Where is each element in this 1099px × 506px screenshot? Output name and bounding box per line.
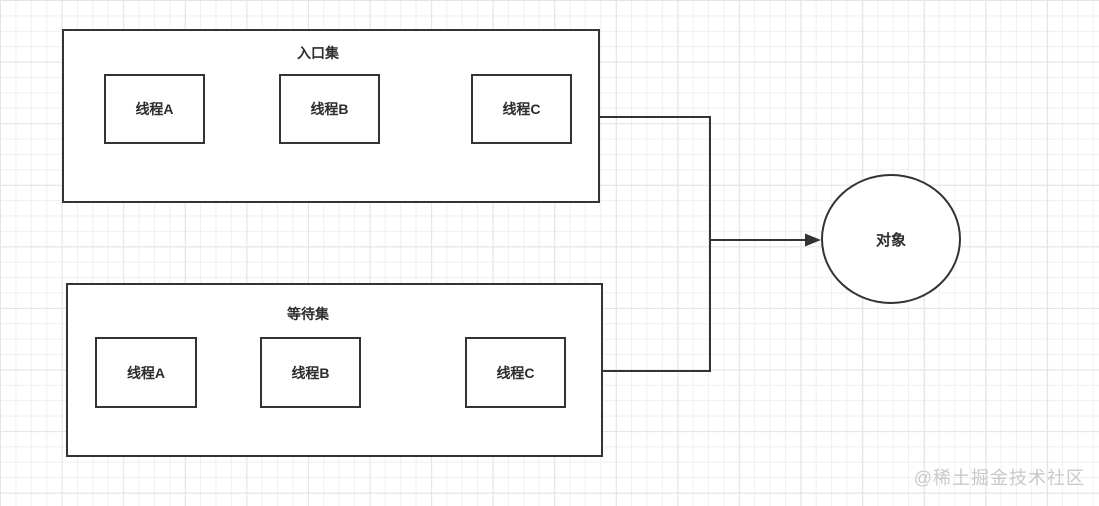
entry-thread-a-box: 线程A (104, 74, 205, 144)
arrowhead-icon (805, 233, 821, 247)
object-node-label: 对象 (875, 231, 906, 249)
wait-thread-c-label: 线程C (496, 364, 535, 381)
entry-thread-c-label: 线程C (502, 101, 541, 117)
wait-thread-c-box: 线程C (465, 337, 566, 408)
entry-thread-b-box: 线程B (279, 74, 380, 144)
entry-thread-b-label: 线程B (310, 101, 349, 117)
wait-set-box: 等待集 线程A 线程B 线程C (66, 283, 603, 457)
entry-thread-c-box: 线程C (471, 74, 572, 144)
watermark-text: @稀土掘金技术社区 (913, 468, 1085, 488)
wait-thread-b-label: 线程B (291, 364, 330, 381)
wait-thread-a-label: 线程A (126, 364, 166, 381)
wait-set-title: 等待集 (287, 306, 329, 322)
object-node: 对象 (821, 174, 961, 304)
entry-set-title: 入口集 (297, 45, 339, 61)
entry-thread-a-label: 线程A (135, 101, 174, 117)
wait-thread-a-box: 线程A (95, 337, 197, 408)
wait-thread-b-box: 线程B (260, 337, 361, 408)
connector-sets-to-junction (600, 116, 711, 372)
entry-set-box: 入口集 线程A 线程B 线程C (62, 29, 600, 203)
